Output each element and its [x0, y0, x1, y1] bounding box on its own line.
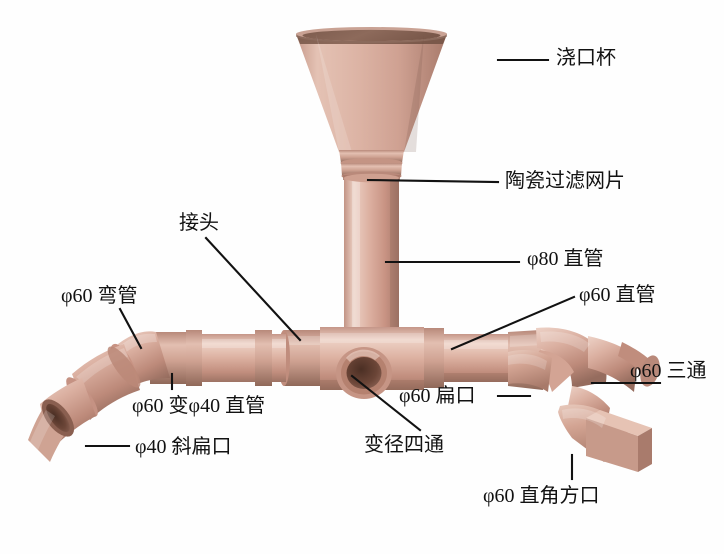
phi40-oblique-mouth-part: [28, 378, 96, 462]
label-phi40-oblique: φ40 斜扁口: [135, 436, 232, 458]
leader-line-reducing-cross: [350, 374, 422, 432]
label-phi60-tee: φ60 三通: [630, 360, 707, 382]
pouring-cup-part: [296, 27, 447, 168]
leader-line-phi60-elbow: [118, 307, 143, 350]
label-joint: 接头: [179, 212, 219, 234]
reducing-cross-part: [320, 327, 424, 399]
leader-lines: [84, 58, 662, 481]
runner-collars: [186, 328, 444, 388]
label-phi60-square-elbow: φ60 直角方口: [483, 485, 600, 507]
leader-line-phi60-straight: [450, 295, 576, 351]
label-phi80-straight: φ80 直管: [527, 248, 604, 270]
label-reducing-cross: 变径四通: [364, 434, 444, 456]
phi60-square-elbow-part: [558, 386, 652, 472]
label-phi60-flat-mouth: φ60 扁口: [399, 385, 476, 407]
phi60-straight-pipe-part: [444, 334, 520, 382]
leader-line-ceramic-filter: [366, 178, 500, 184]
leader-line-joint: [204, 236, 302, 342]
phi60-tee-part: [508, 327, 660, 392]
phi80-straight-pipe-part: [344, 173, 399, 330]
label-pouring-cup: 浇口杯: [556, 47, 616, 69]
label-phi60-to-phi40: φ60 变φ40 直管: [132, 395, 266, 417]
label-ceramic-filter: 陶瓷过滤网片: [505, 170, 625, 192]
label-phi60-elbow: φ60 弯管: [61, 285, 138, 307]
label-phi60-straight: φ60 直管: [579, 284, 656, 306]
